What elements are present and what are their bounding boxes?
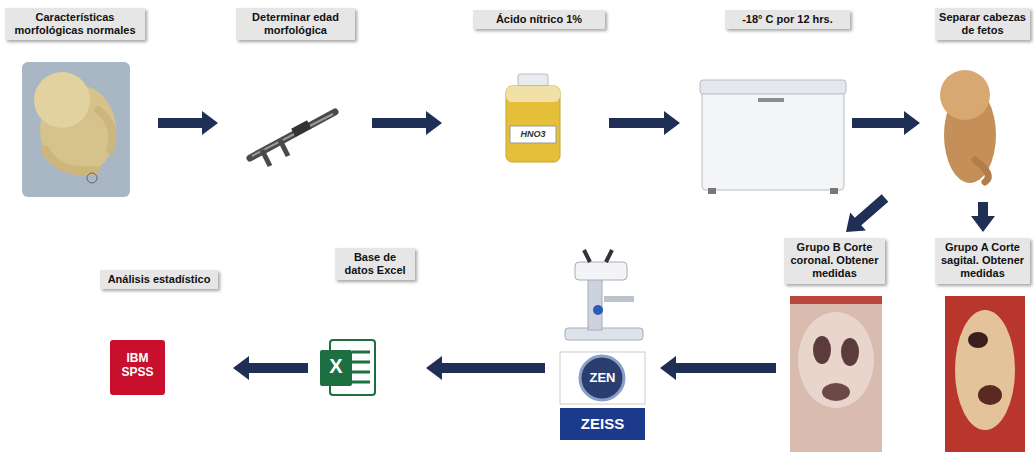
step-box: Separar cabezas de fetos <box>935 8 1030 198</box>
microscope-step: ZEN ZEISS <box>555 252 650 445</box>
icon-text: IBM SPSS <box>112 352 163 380</box>
zen-logo <box>560 352 645 440</box>
step-box: Características morfológicas normales <box>5 8 145 200</box>
step-label: Ácido nítrico 1% <box>476 13 602 26</box>
logo-text: ZEISS <box>560 415 645 433</box>
step-box: Determinar edad morfológica <box>236 8 355 200</box>
logo-text: ZEN <box>580 370 625 386</box>
fetus-photo <box>940 70 996 183</box>
flow-arrow <box>372 111 442 135</box>
flow-arrow <box>426 356 545 380</box>
acid-bottle <box>506 74 560 162</box>
step-label: Separar cabezas de fetos <box>938 11 1027 37</box>
group-box: Grupo A Corte sagital. Obtener medidas <box>935 238 1030 452</box>
label-box: Ácido nítrico 1% <box>473 10 605 29</box>
coronal-section-photo <box>790 296 882 452</box>
step-label: Análisis estadístico <box>103 273 215 286</box>
caliper <box>250 112 335 166</box>
step-box: -18° C por 12 hrs. <box>725 8 850 200</box>
flow-arrow <box>971 202 995 232</box>
microscope <box>565 250 643 340</box>
label-box: Grupo B Corte coronal. Obtener medidas <box>784 238 885 284</box>
icon-letter: X <box>322 355 350 378</box>
label-box: Grupo A Corte sagital. Obtener medidas <box>935 238 1030 284</box>
label-box: Separar cabezas de fetos <box>935 8 1030 40</box>
group-box: Grupo B Corte coronal. Obtener medidas <box>784 238 885 452</box>
step-label: Grupo B Corte coronal. Obtener medidas <box>787 241 882 281</box>
label-box: Base de datos Excel <box>335 248 415 280</box>
freezer <box>700 80 846 194</box>
step-label: Grupo A Corte sagital. Obtener medidas <box>938 241 1027 281</box>
fetus-photo <box>22 62 130 197</box>
label-box: Análisis estadístico <box>100 270 218 289</box>
flow-arrow <box>660 356 776 380</box>
step-label: Características morfológicas normales <box>8 11 142 37</box>
spss-icon <box>110 340 165 395</box>
flow-arrow <box>609 111 680 135</box>
flow-arrow <box>158 111 218 135</box>
flow-arrow <box>233 356 308 380</box>
flow-arrow <box>852 111 920 135</box>
step-box: Análisis estadístico <box>100 270 225 398</box>
bottle-label: HNO3 <box>511 129 555 139</box>
step-box: Ácido nítrico 1% <box>473 8 605 200</box>
label-box: Características morfológicas normales <box>5 8 145 40</box>
sagittal-section-photo <box>945 296 1025 452</box>
step-label: Determinar edad morfológica <box>239 11 352 37</box>
label-box: Determinar edad morfológica <box>236 8 355 40</box>
label-box: -18° C por 12 hrs. <box>725 10 850 29</box>
step-label: -18° C por 12 hrs. <box>728 13 847 26</box>
step-label: Base de datos Excel <box>338 251 412 277</box>
flow-arrow <box>846 194 888 232</box>
excel-icon <box>320 340 375 395</box>
